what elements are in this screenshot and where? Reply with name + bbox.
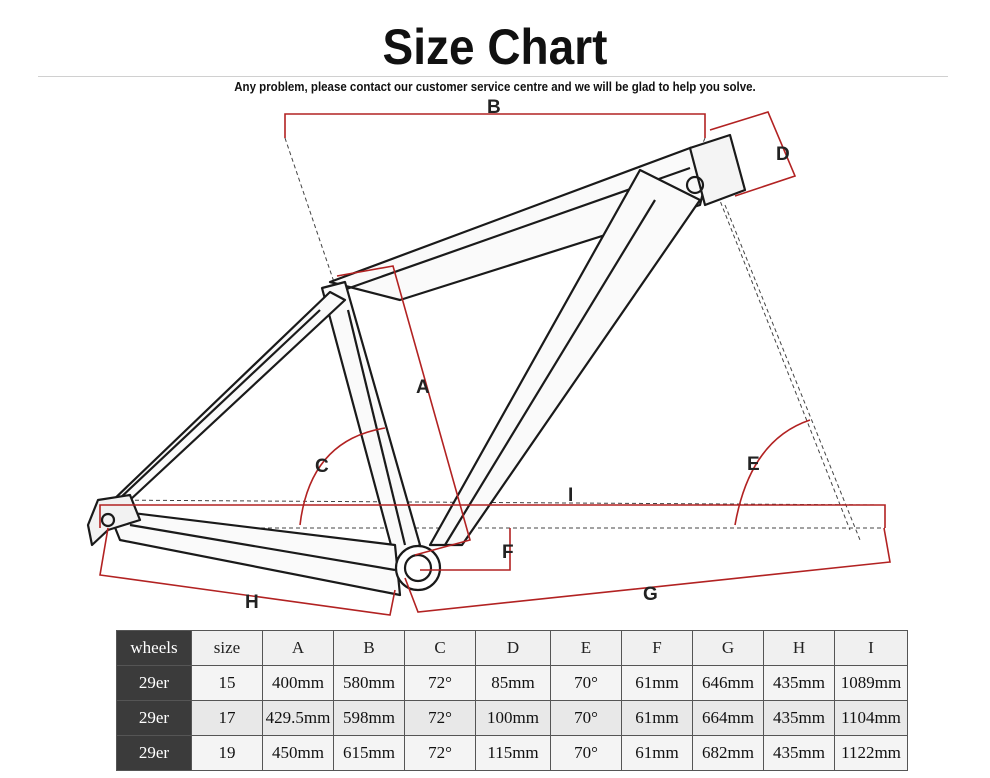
cell-a: 429.5mm [262, 700, 334, 736]
cell-i: 1089mm [834, 665, 908, 701]
cell-a: 450mm [262, 735, 334, 771]
cell-size: 15 [191, 665, 263, 701]
title-divider [38, 76, 948, 77]
cell-a: 400mm [262, 665, 334, 701]
cell-wheels: 29er [116, 700, 192, 736]
construction-lines [99, 137, 886, 576]
cell-e: 70° [550, 700, 622, 736]
cell-b: 580mm [333, 665, 405, 701]
header-c: C [404, 630, 476, 666]
page-title: Size Chart [382, 19, 608, 75]
label-g: G [643, 584, 658, 605]
label-f: F [502, 542, 514, 563]
frame-geometry-diagram: B A D C E I F G H [86, 97, 891, 616]
bike-frame [86, 133, 747, 597]
cell-c: 72° [404, 700, 476, 736]
cell-size: 19 [191, 735, 263, 771]
cell-g: 664mm [692, 700, 764, 736]
cell-wheels: 29er [116, 665, 192, 701]
cell-d: 85mm [475, 665, 551, 701]
headtube-logo-mark [685, 175, 705, 195]
size-spec-table: wheels size A B C D E F G H I 29er 15 40… [116, 630, 908, 771]
label-h: H [245, 592, 259, 613]
cell-h: 435mm [763, 700, 835, 736]
label-d: D [776, 144, 790, 165]
header-g: G [692, 630, 764, 666]
cell-h: 435mm [763, 735, 835, 771]
cell-h: 435mm [763, 665, 835, 701]
table-row: 29er 19 450mm 615mm 72° 115mm 70° 61mm 6… [116, 735, 908, 771]
cell-d: 115mm [475, 735, 551, 771]
label-c: C [315, 456, 329, 477]
cell-f: 61mm [621, 735, 693, 771]
cell-c: 72° [404, 665, 476, 701]
cell-i: 1122mm [834, 735, 908, 771]
label-e: E [747, 454, 760, 475]
cell-wheels: 29er [116, 735, 192, 771]
cell-g: 682mm [692, 735, 764, 771]
cell-i: 1104mm [834, 700, 908, 736]
header-f: F [621, 630, 693, 666]
header-d: D [475, 630, 551, 666]
cell-b: 598mm [333, 700, 405, 736]
dimension-lines [99, 111, 891, 616]
header-wheels: wheels [116, 630, 192, 666]
header-i: I [834, 630, 908, 666]
label-b: B [487, 97, 501, 118]
cell-b: 615mm [333, 735, 405, 771]
table-row: 29er 17 429.5mm 598mm 72° 100mm 70° 61mm… [116, 700, 908, 736]
header-size: size [191, 630, 263, 666]
cell-e: 70° [550, 665, 622, 701]
cell-c: 72° [404, 735, 476, 771]
cell-d: 100mm [475, 700, 551, 736]
label-i: I [568, 485, 573, 506]
page-subtitle: Any problem, please contact our customer… [234, 80, 756, 94]
header-b: B [333, 630, 405, 666]
cell-g: 646mm [692, 665, 764, 701]
cell-f: 61mm [621, 665, 693, 701]
cell-f: 61mm [621, 700, 693, 736]
header-a: A [262, 630, 334, 666]
bottom-bracket [394, 544, 442, 592]
header-h: H [763, 630, 835, 666]
cell-e: 70° [550, 735, 622, 771]
label-a: A [416, 377, 430, 398]
table-header-row: wheels size A B C D E F G H I [116, 630, 908, 666]
table-row: 29er 15 400mm 580mm 72° 85mm 70° 61mm 64… [116, 665, 908, 701]
header-e: E [550, 630, 622, 666]
cell-size: 17 [191, 700, 263, 736]
